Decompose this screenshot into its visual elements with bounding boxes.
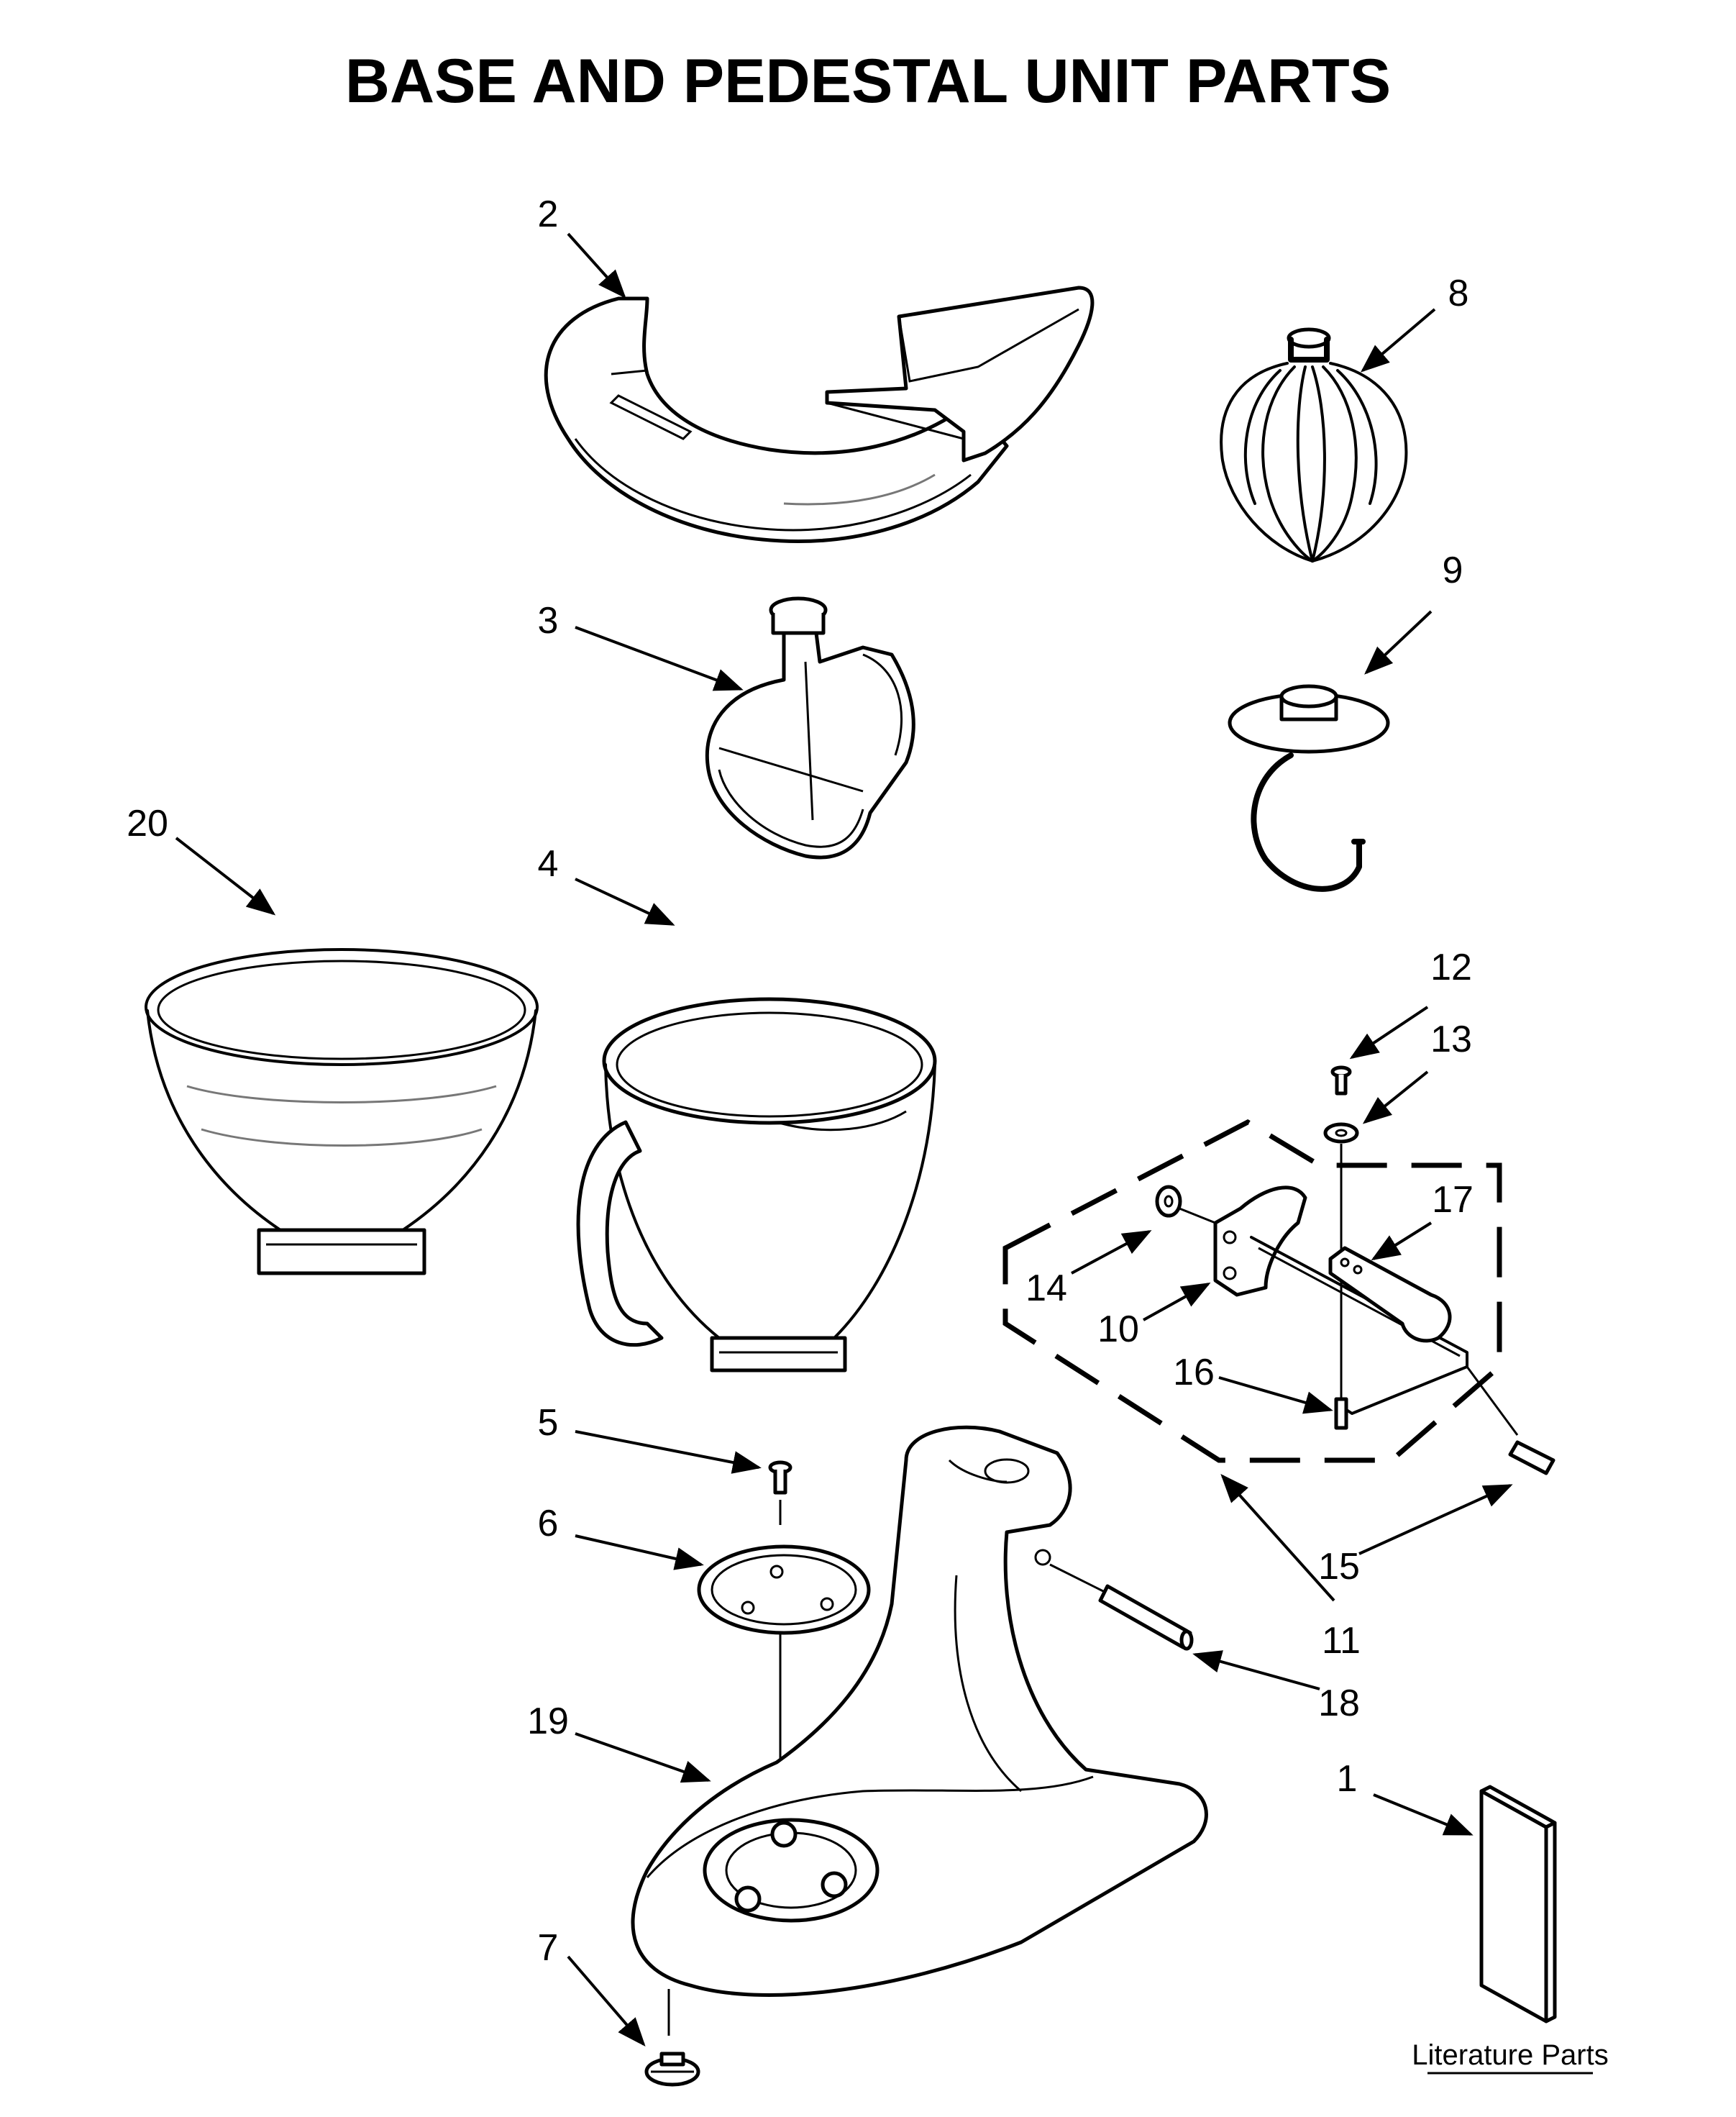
callout-15: 15 xyxy=(1318,1546,1360,1588)
flat-beater-drawing xyxy=(705,596,915,860)
pedestal-drawing xyxy=(631,1425,1208,1997)
callout-17: 17 xyxy=(1432,1179,1474,1221)
bowl-support-group xyxy=(1002,1065,1555,1475)
leader-lines xyxy=(175,232,1513,2047)
callout-19: 19 xyxy=(527,1701,569,1742)
callout-16: 16 xyxy=(1173,1352,1215,1393)
callout-4: 4 xyxy=(538,843,559,885)
callout-3: 3 xyxy=(538,600,559,642)
callout-1: 1 xyxy=(1337,1758,1358,1800)
callout-6: 6 xyxy=(538,1503,559,1544)
callout-10: 10 xyxy=(1097,1308,1139,1350)
callout-14: 14 xyxy=(1025,1267,1067,1309)
pouring-shield-drawing xyxy=(544,286,1095,543)
callout-12: 12 xyxy=(1430,947,1472,988)
dough-hook-drawing xyxy=(1228,684,1390,892)
callout-numbers: 1 2 3 4 5 6 7 8 9 10 11 12 13 14 15 16 1… xyxy=(127,194,1474,1969)
callout-2: 2 xyxy=(538,194,559,235)
callout-18: 18 xyxy=(1318,1683,1360,1724)
callout-20: 20 xyxy=(127,803,168,844)
foot-drawing xyxy=(644,1989,700,2087)
callout-9: 9 xyxy=(1443,550,1463,591)
bowl-clamp-plate-drawing xyxy=(697,1544,871,1635)
mixing-bowl-drawing xyxy=(576,997,937,1372)
callout-13: 13 xyxy=(1430,1019,1472,1060)
literature-drawing xyxy=(1479,1785,1557,2023)
wire-whip-drawing xyxy=(1220,327,1408,563)
callout-11: 11 xyxy=(1322,1620,1361,1662)
page-title: BASE AND PEDESTAL UNIT PARTS xyxy=(345,47,1391,116)
callout-7: 7 xyxy=(538,1927,559,1969)
callout-8: 8 xyxy=(1448,273,1469,314)
pivot-pin-drawing xyxy=(1049,1563,1194,1651)
callout-5: 5 xyxy=(538,1402,559,1444)
literature-parts-label: Literature Parts xyxy=(1412,2039,1608,2071)
glass-bowl-drawing xyxy=(145,948,539,1275)
screw-drawing xyxy=(768,1460,792,1525)
